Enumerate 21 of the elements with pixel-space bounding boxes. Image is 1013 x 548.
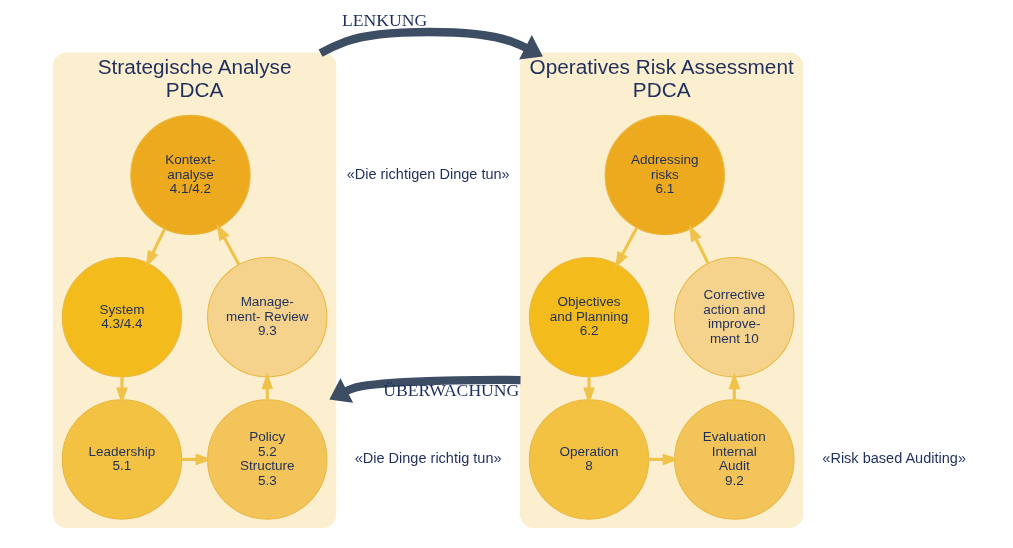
arrow — [318, 27, 543, 60]
label: «Die Dinge richtig tun» — [354, 450, 502, 467]
arrow — [216, 223, 241, 266]
node-circle: Kontext- analyse 4.1/4.2 — [130, 114, 251, 236]
node-circle: Manage- ment- Review 9.3 — [207, 257, 328, 378]
arrow — [583, 377, 595, 405]
arrow — [614, 227, 639, 269]
node-circle: Corrective action and improve- ment 10 — [674, 257, 795, 378]
label: «Die richtigen Dinge tun» — [346, 165, 510, 182]
node-circle: Evaluation Internal Audit 9.2 — [674, 399, 795, 520]
arrow — [145, 228, 166, 268]
arrow — [688, 224, 710, 264]
edge-label: LENKUNG — [342, 10, 428, 31]
node-circle: Operation 8 — [528, 399, 650, 520]
node-circle: Policy 5.2 Structure 5.3 — [207, 399, 328, 520]
node-circle: Leadership 5.1 — [61, 399, 183, 520]
label: «Risk based Auditing» — [822, 450, 966, 467]
node-circle: Addressing risks 6.1 — [604, 114, 725, 236]
node-circle: System 4.3/4.4 — [61, 257, 183, 378]
arrow — [116, 377, 128, 405]
node-circle: Objectives and Planning 6.2 — [528, 257, 650, 378]
